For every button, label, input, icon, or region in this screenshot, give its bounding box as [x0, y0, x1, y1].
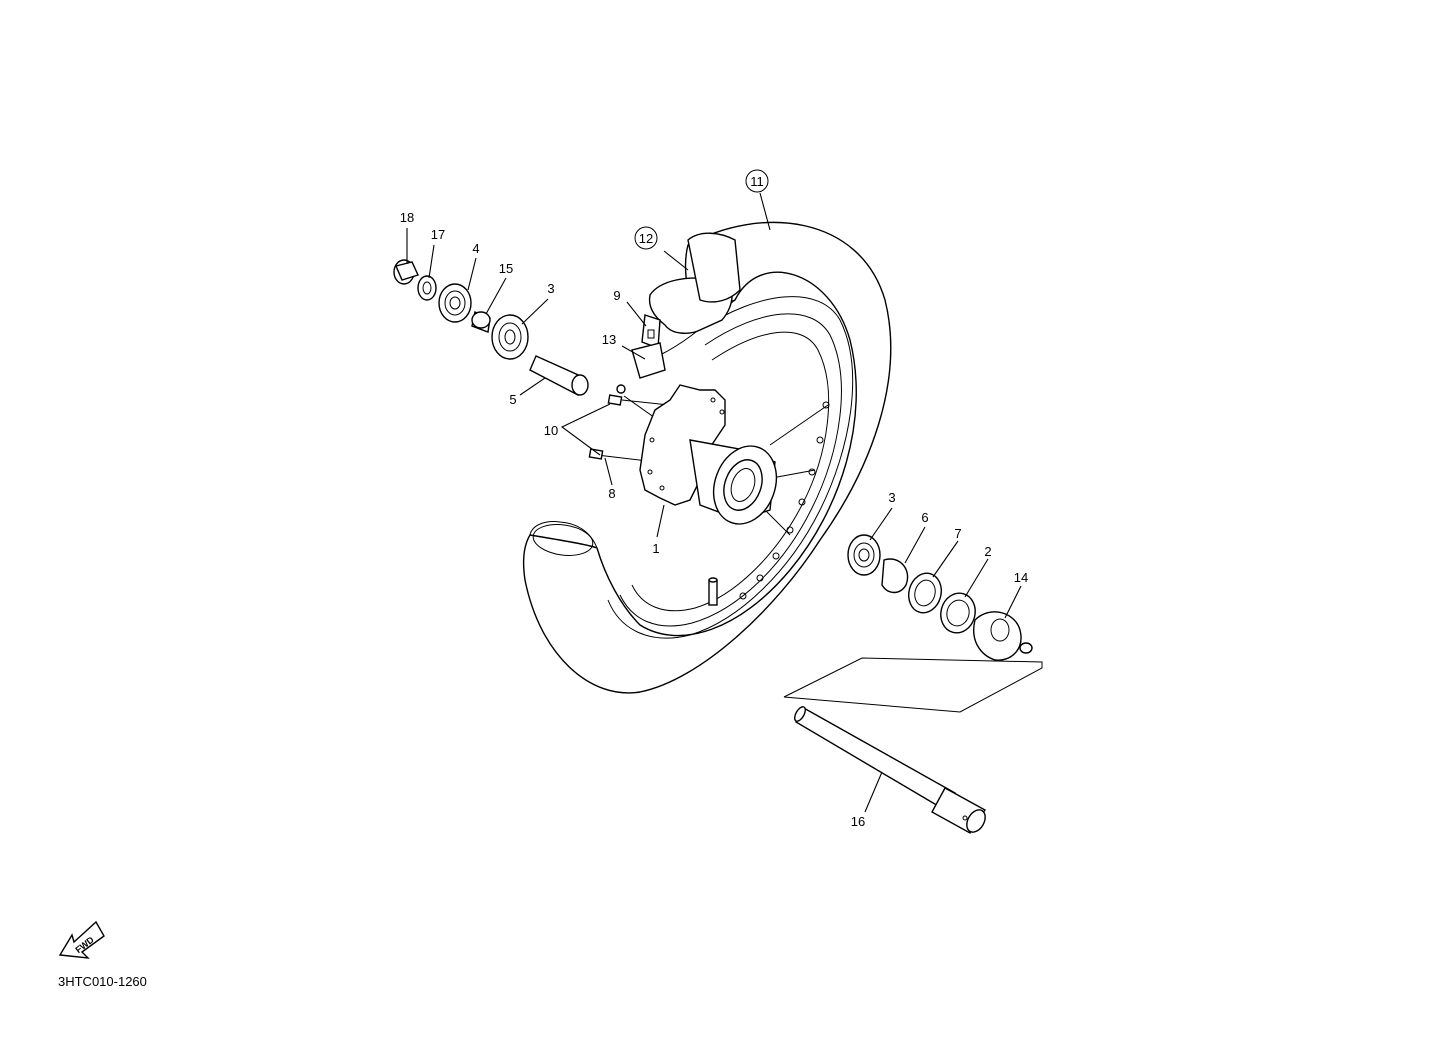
valve-stem [708, 577, 718, 606]
callout-5: 5 [509, 392, 516, 407]
oil-seal-7 [908, 572, 942, 614]
bearing-3-right [847, 534, 881, 576]
fwd-arrow-icon: FWD [58, 920, 105, 959]
circlip-6 [881, 558, 909, 594]
part-12 [648, 232, 741, 334]
callout-4: 4 [472, 241, 479, 256]
collar-14 [973, 611, 1033, 661]
callout-labels: 18 17 4 15 3 5 9 13 10 8 1 12 11 3 6 7 2… [400, 174, 1028, 829]
callout-16: 16 [851, 814, 865, 829]
callout-18: 18 [400, 210, 414, 225]
oil-seal-17 [417, 275, 437, 301]
assembly-bracket [783, 657, 1043, 713]
bearing-4 [438, 283, 472, 323]
bearing-3-left [491, 314, 529, 360]
callout-11: 11 [750, 174, 764, 189]
callout-11-circle [745, 169, 769, 193]
callout-14: 14 [1014, 570, 1028, 585]
rim [607, 296, 854, 639]
leader-lines [406, 192, 1022, 813]
part-13 [631, 342, 666, 379]
callout-15: 15 [499, 261, 513, 276]
axle-16 [794, 705, 986, 834]
callout-12: 12 [639, 231, 653, 246]
callout-13: 13 [602, 332, 616, 347]
callout-3-left: 3 [547, 281, 554, 296]
callout-7: 7 [954, 526, 961, 541]
collar-2 [940, 592, 976, 634]
callout-10: 10 [544, 423, 558, 438]
spacer-5 [529, 355, 589, 396]
collar-18 [393, 259, 419, 285]
callout-12-circle [634, 226, 658, 250]
hub [639, 384, 778, 525]
diagram-code: 3HTC010-1260 [58, 974, 147, 989]
callout-17: 17 [431, 227, 445, 242]
callout-2: 2 [984, 544, 991, 559]
callout-6: 6 [921, 510, 928, 525]
spacer-15 [471, 311, 491, 333]
callout-8: 8 [608, 486, 615, 501]
spoke-nipples [588, 384, 626, 460]
callout-3-right: 3 [888, 490, 895, 505]
callout-9: 9 [613, 288, 620, 303]
callout-1: 1 [652, 541, 659, 556]
rim-spoke-holes [739, 401, 830, 600]
